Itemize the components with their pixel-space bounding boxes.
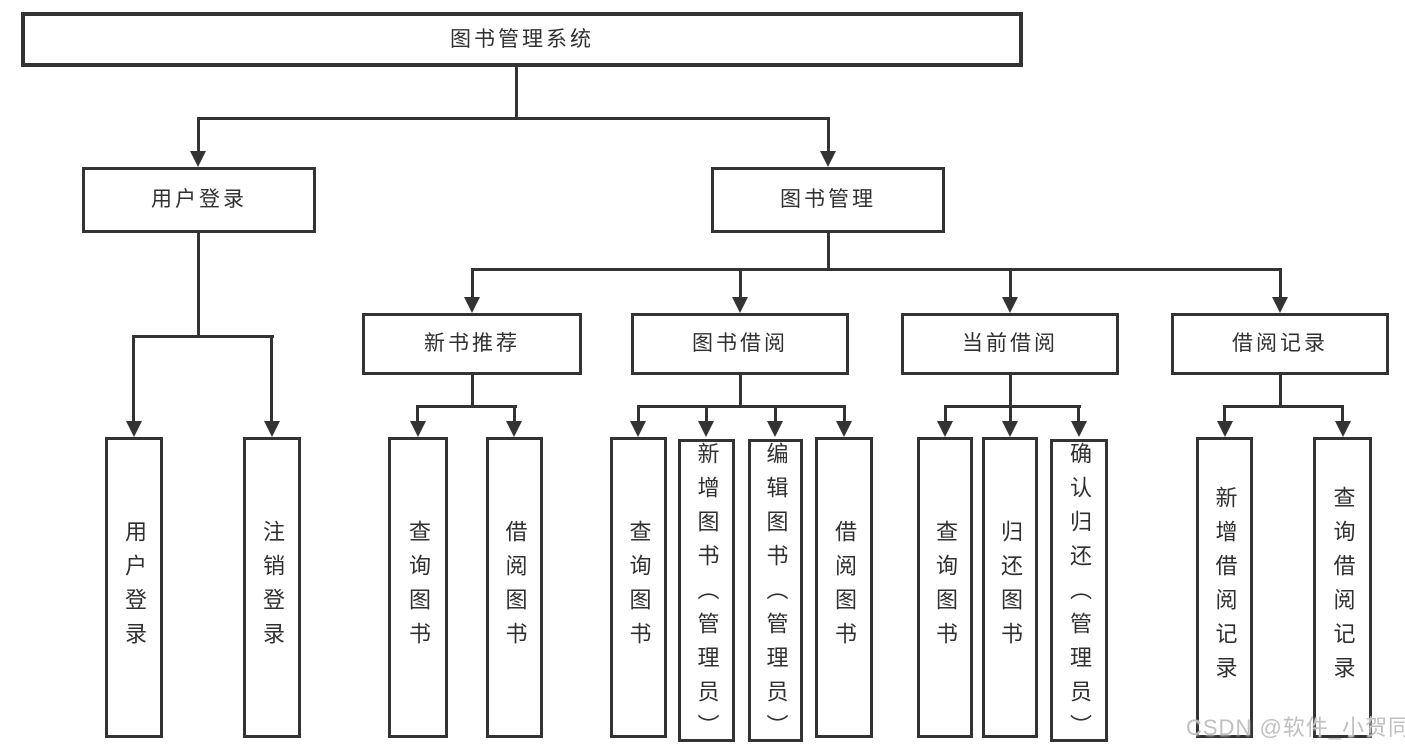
leaf-add-borrow-record: 新增借阅记录 bbox=[1196, 437, 1253, 738]
connector-line bbox=[471, 268, 474, 299]
leaf-query-books-borrowing: 查询图书 bbox=[610, 437, 667, 738]
arrowhead-down bbox=[836, 421, 852, 437]
connector-line bbox=[739, 375, 742, 408]
node-root: 图书管理系统 bbox=[21, 12, 1023, 67]
leaf-edit-book-admin-label: 编辑图书（管理员） bbox=[763, 442, 789, 747]
connector-line bbox=[944, 405, 947, 423]
arrowhead-down bbox=[937, 421, 953, 437]
leaf-return-book: 归还图书 bbox=[982, 437, 1038, 738]
connector-line bbox=[132, 335, 135, 423]
connector-line bbox=[515, 66, 518, 118]
arrowhead-down bbox=[820, 151, 836, 167]
leaf-query-books-current-label: 查询图书 bbox=[933, 519, 958, 656]
node-new-book-recommend: 新书推荐 bbox=[362, 313, 582, 375]
arrowhead-down bbox=[1071, 421, 1087, 437]
connector-line bbox=[1223, 405, 1344, 408]
leaf-query-books-current: 查询图书 bbox=[917, 437, 973, 738]
connector-line bbox=[197, 117, 200, 155]
arrowhead-down bbox=[698, 421, 714, 437]
leaf-confirm-return-admin-label: 确认归还（管理员） bbox=[1067, 442, 1092, 747]
connector-line bbox=[1279, 375, 1282, 408]
leaf-return-book-label: 归还图书 bbox=[998, 519, 1023, 656]
connector-line bbox=[637, 405, 640, 423]
connector-line bbox=[774, 405, 777, 423]
leaf-logout-label: 注销登录 bbox=[260, 519, 285, 656]
leaf-add-borrow-record-label: 新增借阅记录 bbox=[1212, 485, 1238, 690]
connector-line bbox=[1279, 268, 1282, 299]
leaf-query-books-recommend-label: 查询图书 bbox=[406, 519, 431, 656]
arrowhead-down bbox=[767, 421, 783, 437]
arrowhead-down bbox=[1217, 421, 1233, 437]
connector-line bbox=[197, 117, 830, 120]
leaf-query-books-recommend: 查询图书 bbox=[388, 437, 448, 738]
leaf-query-books-borrowing-label: 查询图书 bbox=[626, 519, 652, 656]
arrowhead-down bbox=[1002, 297, 1018, 313]
arrowhead-down bbox=[410, 421, 426, 437]
node-user-login-label: 用户登录 bbox=[151, 188, 247, 212]
connector-line bbox=[944, 405, 1081, 408]
node-borrow-records: 借阅记录 bbox=[1171, 313, 1389, 375]
connector-line bbox=[1077, 405, 1080, 423]
arrowhead-down bbox=[506, 421, 522, 437]
leaf-query-borrow-record: 查询借阅记录 bbox=[1313, 437, 1372, 738]
connector-line bbox=[705, 405, 708, 423]
node-book-borrowing-label: 图书借阅 bbox=[692, 332, 788, 356]
arrowhead-down bbox=[464, 297, 480, 313]
node-user-login: 用户登录 bbox=[82, 167, 316, 233]
node-book-management-label: 图书管理 bbox=[780, 188, 876, 212]
arrowhead-down bbox=[1335, 421, 1351, 437]
arrowhead-down bbox=[630, 421, 646, 437]
connector-line bbox=[416, 405, 419, 423]
connector-line bbox=[471, 375, 474, 408]
connector-line bbox=[1009, 375, 1012, 408]
leaf-confirm-return-admin: 确认归还（管理员） bbox=[1050, 439, 1108, 747]
connector-line bbox=[739, 268, 742, 299]
node-borrow-records-label: 借阅记录 bbox=[1232, 332, 1328, 356]
connector-line bbox=[1223, 405, 1226, 423]
connector-line bbox=[270, 335, 273, 423]
arrowhead-down bbox=[190, 151, 206, 167]
node-root-label: 图书管理系统 bbox=[450, 27, 594, 51]
connector-line bbox=[1009, 405, 1012, 423]
arrowhead-down bbox=[264, 421, 280, 437]
connector-line bbox=[471, 268, 1281, 271]
arrowhead-down bbox=[732, 297, 748, 313]
leaf-borrow-books-borrowing: 借阅图书 bbox=[815, 437, 873, 738]
connector-line bbox=[827, 233, 830, 271]
leaf-logout: 注销登录 bbox=[243, 437, 301, 738]
leaf-query-borrow-record-label: 查询借阅记录 bbox=[1330, 485, 1356, 690]
arrowhead-down bbox=[1002, 421, 1018, 437]
node-current-borrowing: 当前借阅 bbox=[901, 313, 1119, 375]
connector-line bbox=[827, 117, 830, 155]
node-book-management: 图书管理 bbox=[711, 167, 945, 233]
node-new-book-recommend-label: 新书推荐 bbox=[424, 332, 520, 356]
leaf-user-login-label: 用户登录 bbox=[122, 519, 147, 656]
watermark: CSDN @软件_小贺同学 bbox=[1186, 715, 1405, 740]
leaf-borrow-books-recommend-label: 借阅图书 bbox=[502, 519, 528, 656]
connector-line bbox=[197, 233, 200, 336]
arrowhead-down bbox=[126, 421, 142, 437]
leaf-borrow-books-recommend: 借阅图书 bbox=[486, 437, 543, 738]
node-book-borrowing: 图书借阅 bbox=[631, 313, 849, 375]
connector-line bbox=[1341, 405, 1344, 423]
connector-line bbox=[843, 405, 846, 423]
connector-line bbox=[1009, 268, 1012, 299]
leaf-user-login: 用户登录 bbox=[105, 437, 163, 738]
connector-line bbox=[132, 335, 274, 338]
leaf-edit-book-admin: 编辑图书（管理员） bbox=[748, 439, 803, 747]
leaf-add-book-admin-label: 新增图书（管理员） bbox=[694, 442, 720, 747]
leaf-add-book-admin: 新增图书（管理员） bbox=[678, 439, 735, 747]
connector-line bbox=[513, 405, 516, 423]
node-current-borrowing-label: 当前借阅 bbox=[962, 332, 1058, 356]
arrowhead-down bbox=[1272, 297, 1288, 313]
connector-line bbox=[637, 405, 846, 408]
leaf-borrow-books-borrowing-label: 借阅图书 bbox=[832, 519, 857, 656]
connector-line bbox=[416, 405, 517, 408]
